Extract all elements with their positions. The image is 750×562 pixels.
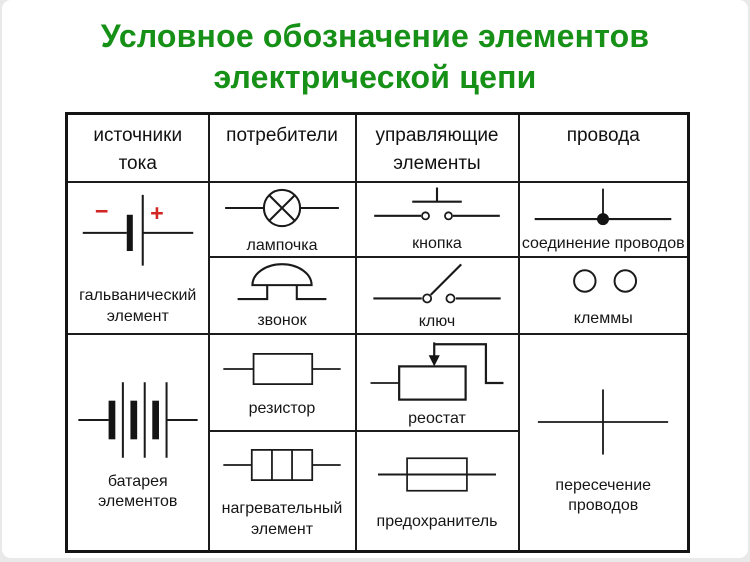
header-sources: источники тока xyxy=(65,112,210,183)
title-line-2: электрической цепи xyxy=(213,58,537,95)
cell-terminals: клеммы xyxy=(517,256,690,336)
lamp-icon xyxy=(225,188,339,227)
battery-label: батарея элементов xyxy=(98,472,178,511)
bell-icon xyxy=(237,263,327,301)
cell-resistor: резистор xyxy=(207,333,357,433)
bell-label: звонок xyxy=(257,312,307,330)
cell-connection: соединение проводов xyxy=(517,180,690,259)
crossing-label: пересечение проводов xyxy=(555,476,652,515)
symbols-table: источники тока потребители управляющие э… xyxy=(65,112,690,553)
table-row: − + гальванический элемент лампочка xyxy=(65,180,690,336)
plus-sign: + xyxy=(150,200,164,226)
cell-button: кнопка xyxy=(354,180,520,259)
cell-rheostat: реостат xyxy=(354,333,520,433)
cell-fuse: предохранитель xyxy=(354,430,520,553)
rheostat-label: реостат xyxy=(408,410,466,428)
cell-key: ключ xyxy=(354,256,520,336)
push-button-icon xyxy=(374,187,500,221)
terminals-label: клеммы xyxy=(573,309,633,327)
cell-galvanic: − + гальванический элемент xyxy=(65,180,210,336)
minus-sign: − xyxy=(95,198,109,224)
heating-label: нагревательный элемент xyxy=(221,500,343,538)
header-row: источники тока потребители управляющие э… xyxy=(65,112,690,183)
connection-label: соединение проводов xyxy=(521,235,685,252)
battery-icon xyxy=(78,381,198,458)
terminals-icon xyxy=(573,269,638,293)
header-consumers: потребители xyxy=(207,112,357,183)
header-wires: провода xyxy=(517,112,690,183)
fuse-icon xyxy=(378,457,496,493)
resistor-label: резистор xyxy=(248,400,316,418)
lamp-label: лампочка xyxy=(246,236,318,254)
wire-junction-icon xyxy=(534,188,672,226)
wire-crossing-icon xyxy=(538,389,669,455)
button-label: кнопка xyxy=(412,235,462,252)
title-line-1: Условное обозначение элементов xyxy=(100,18,650,54)
table-row: батарея элементов резистор xyxy=(65,333,690,553)
header-controls: управляющие элементы xyxy=(354,112,520,183)
cell-lamp: лампочка xyxy=(207,180,357,259)
rheostat-icon xyxy=(370,342,504,402)
table-row: нагревательный элемент предохранитель xyxy=(67,430,689,553)
page-title: Условное обозначение элементов электриче… xyxy=(2,16,748,98)
cell-crossing: пересечение проводов xyxy=(517,333,690,553)
fuse-label: предохранитель xyxy=(376,513,498,531)
cell-bell: звонок xyxy=(207,256,357,336)
switch-key-icon xyxy=(373,263,501,304)
key-label: ключ xyxy=(418,312,456,330)
cell-heating: нагревательный элемент xyxy=(207,430,357,553)
resistor-icon xyxy=(223,353,341,386)
table-row: звонок ключ xyxy=(67,256,690,336)
heating-element-icon xyxy=(223,449,341,482)
cell-battery: батарея элементов xyxy=(65,333,210,553)
galvanic-label: гальванический элемент xyxy=(79,287,197,325)
galvanic-cell-icon: − + xyxy=(82,194,193,266)
